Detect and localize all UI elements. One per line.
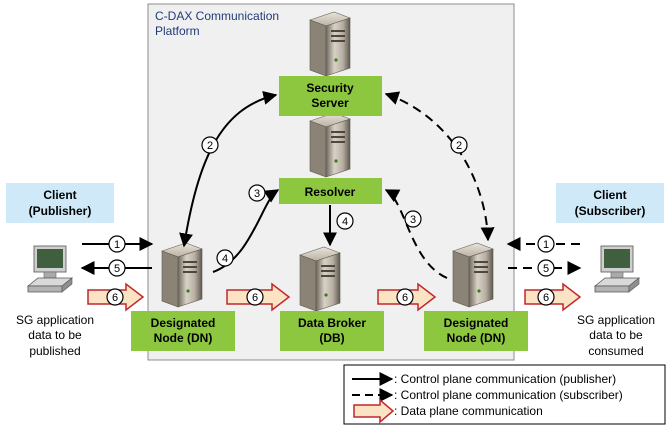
step-4-resolver: 4 <box>336 212 354 230</box>
step-6-subscriber-label: 6 <box>543 292 549 304</box>
data-broker-server-icon <box>299 246 341 312</box>
security-server-icon <box>309 11 351 77</box>
subscriber-desc-line2: data to be <box>589 328 643 342</box>
publisher-computer-icon <box>27 245 73 293</box>
dn-left-label-line2: Node (DN) <box>154 331 213 345</box>
legend-solid-label: : Control plane communication (publisher… <box>394 372 616 386</box>
step-3-publisher: 3 <box>248 184 266 202</box>
security-server-box <box>279 76 382 116</box>
client-subscriber-box <box>556 183 664 223</box>
dn-left-box <box>131 311 235 351</box>
dn-left-server-icon <box>161 242 203 308</box>
platform-title-line2: Platform <box>155 24 200 38</box>
data-broker-label-line2: (DB) <box>319 331 344 345</box>
subscriber-desc-line1: SG application <box>577 313 655 327</box>
step-5-publisher-label: 5 <box>114 263 120 275</box>
legend-box <box>343 364 666 425</box>
step-5-subscriber-label: 5 <box>543 263 549 275</box>
dn-right-label-line2: Node (DN) <box>447 331 506 345</box>
publisher-desc-line1: SG application <box>16 313 94 327</box>
step-4-resolver-label: 4 <box>342 216 348 228</box>
data-broker-box <box>280 311 384 351</box>
dn-right-box <box>424 311 528 351</box>
step-4-publisher: 4 <box>216 249 234 267</box>
dn-right-server-icon <box>452 242 494 308</box>
client-subscriber-line1: Client <box>593 188 626 202</box>
step-1-publisher: 1 <box>108 235 126 253</box>
client-publisher-line1: Client <box>43 188 76 202</box>
dn-right-label-line1: Designated <box>444 316 509 330</box>
step-1-subscriber-label: 1 <box>543 239 549 251</box>
legend-data-arrow <box>353 398 395 424</box>
legend-data-label: : Data plane communication <box>394 404 543 418</box>
arrow-step3-subscriber <box>384 189 448 279</box>
legend-dashed-label: : Control plane communication (subscribe… <box>394 388 623 402</box>
step-3-subscriber: 3 <box>404 210 422 228</box>
step-2-publisher: 2 <box>201 136 219 154</box>
client-subscriber-line2: (Subscriber) <box>575 204 646 218</box>
step-2-publisher-label: 2 <box>207 140 213 152</box>
dn-left-label-line1: Designated <box>151 316 216 330</box>
step-6-dn-to-db: 6 <box>246 288 264 306</box>
step-1-subscriber: 1 <box>537 235 555 253</box>
step-6-publisher-label: 6 <box>112 292 118 304</box>
step-5-subscriber: 5 <box>537 259 555 277</box>
step-5-publisher: 5 <box>108 259 126 277</box>
subscriber-computer-icon <box>594 245 640 293</box>
client-publisher-box <box>6 183 114 223</box>
platform-title-line1: C-DAX Communication <box>155 9 279 23</box>
step-2-subscriber-label: 2 <box>456 140 462 152</box>
resolver-label: Resolver <box>305 185 356 199</box>
step-4-publisher-label: 4 <box>222 253 228 265</box>
publisher-desc-line2: data to be <box>28 328 82 342</box>
security-server-label-line2: Server <box>311 96 349 110</box>
client-publisher-line2: (Publisher) <box>29 204 92 218</box>
step-3-subscriber-label: 3 <box>410 214 416 226</box>
publisher-desc-line3: published <box>29 344 80 358</box>
security-server-label-line1: Security <box>306 81 354 95</box>
step-6-subscriber: 6 <box>537 288 555 306</box>
resolver-box <box>279 178 382 204</box>
step-1-publisher-label: 1 <box>114 239 120 251</box>
step-6-db-to-dn: 6 <box>396 288 414 306</box>
step-2-subscriber: 2 <box>450 136 468 154</box>
data-broker-label-line1: Data Broker <box>298 316 366 330</box>
step-6-publisher: 6 <box>106 288 124 306</box>
step-3-publisher-label: 3 <box>254 188 260 200</box>
resolver-server-icon <box>309 112 351 178</box>
step-6-db-to-dn-label: 6 <box>402 292 408 304</box>
step-6-dn-to-db-label: 6 <box>252 292 258 304</box>
subscriber-desc-line3: consumed <box>588 344 643 358</box>
